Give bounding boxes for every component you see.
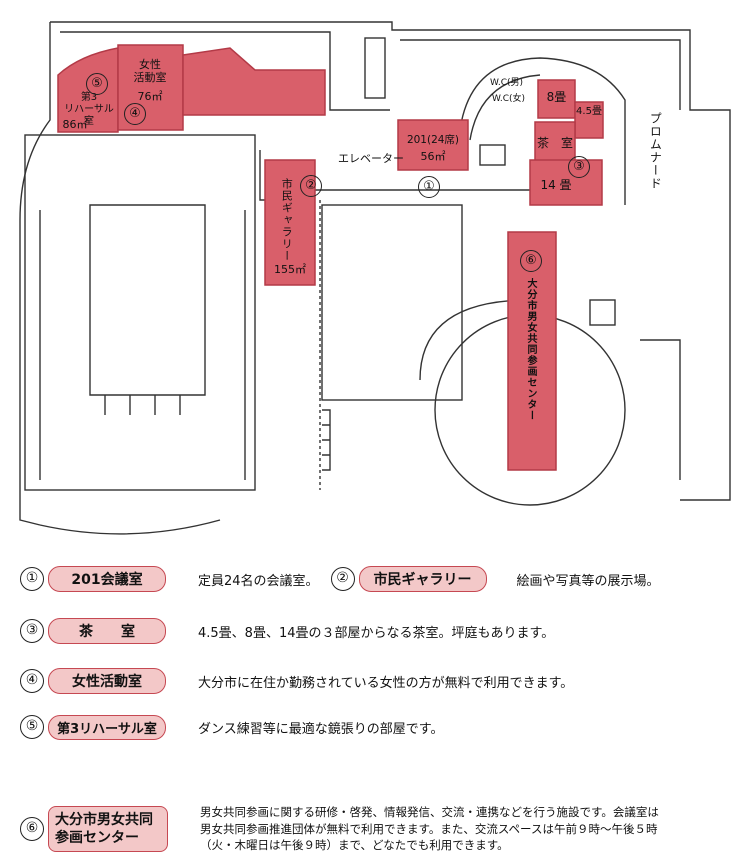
inner-block [321, 204, 463, 401]
tea-4-5-label: 4.5畳 [576, 106, 602, 117]
legend-num-1: ① [20, 567, 44, 591]
rehearsal-3-name: 第3 リハーサル室 [64, 92, 114, 127]
gallery-name: 市民ギャラリー [280, 178, 294, 262]
marker-2: ② [300, 175, 322, 197]
rehearsal-3-area: 86㎡ [62, 118, 88, 131]
legend-num-5: ⑤ [20, 715, 44, 739]
tea-8-label: 8畳 [546, 90, 567, 104]
legend-label-womens: 女性活動室 [48, 668, 166, 694]
legend-desc-tea: 4.5畳、8畳、14畳の３部屋からなる茶室。坪庭もあります。 [198, 625, 555, 641]
left-curved-wall [39, 519, 221, 535]
legend-num-4: ④ [20, 669, 44, 693]
legend-row-5: ⑤ 第3リハーサル室 ダンス練習等に最適な鏡張りの部屋です。 [20, 712, 443, 742]
room-201-area: 56㎡ [420, 150, 446, 163]
tea-room-14[interactable] [529, 159, 603, 206]
room-201-name: 201(24席) [406, 134, 460, 146]
left-wall [19, 22, 51, 526]
outer-wall [50, 21, 731, 501]
legend-label-center: 大分市男女共同 参画センター [48, 805, 168, 853]
hall-block [24, 134, 256, 491]
tea-14-label: 14 畳 [540, 178, 572, 192]
marker-6: ⑥ [520, 250, 542, 272]
tea-room-label: 茶 室 [536, 136, 573, 150]
marker-3: ③ [568, 156, 590, 178]
gallery-area: 155㎡ [274, 263, 306, 276]
legend-desc-gallery: 絵画や写真等の展示場。 [516, 573, 660, 589]
tea-room-4-5[interactable] [574, 101, 604, 139]
legend-row-1: ① 201会議室 定員24名の会議室。 ② 市民ギャラリー 絵画や写真等の展示場… [20, 564, 660, 594]
floor-plan [19, 21, 731, 535]
legend-label-gallery: 市民ギャラリー [358, 566, 487, 592]
legend-desc-center: 男女共同参画に関する研修・啓発、情報発信、交流・連携などを行う施設です。会議室は… [200, 804, 659, 853]
womens-room-name: 女性 活動室 [133, 58, 167, 85]
legend-num-2: ② [330, 567, 355, 591]
legend-row-6: ⑥ 大分市男女共同 参画センター 男女共同参画に関する研修・啓発、情報発信、交流… [20, 800, 659, 858]
marker-1: ① [418, 176, 440, 198]
elevator-label: エレベーター [338, 152, 404, 165]
wc-female-label: W.C(女) [492, 94, 526, 104]
marker-5: ⑤ [86, 73, 108, 95]
legend-row-4: ④ 女性活動室 大分市に在住か勤務されている女性の方が無料で利用できます。 [20, 666, 573, 696]
room-201[interactable] [397, 119, 469, 171]
tea-room-8[interactable] [537, 79, 576, 119]
legend-label-tea: 茶 室 [48, 618, 166, 644]
legend-desc-201: 定員24名の会議室。 [198, 573, 319, 589]
restroom-block [479, 144, 506, 166]
wc-male-label: W.C(男) [490, 78, 524, 88]
legend-label-rehearsal: 第3リハーサル室 [48, 714, 166, 740]
legend-label-201: 201会議室 [48, 566, 166, 592]
legend-row-3: ③ 茶 室 4.5畳、8畳、14畳の３部屋からなる茶室。坪庭もあります。 [20, 616, 554, 646]
center-name: 大分市男女共同参画センター [525, 278, 536, 421]
promenade-label: プロムナード [648, 112, 663, 190]
legend-num-6: ⑥ [20, 817, 44, 841]
marker-4: ④ [124, 103, 146, 125]
tea-room-main[interactable] [534, 121, 576, 163]
legend-desc-womens: 大分市に在住か勤務されている女性の方が無料で利用できます。 [198, 675, 574, 691]
room-womens-activity-extra[interactable] [182, 47, 326, 116]
womens-room-area: 76㎡ [137, 90, 163, 103]
legend-num-3: ③ [20, 619, 44, 643]
legend-desc-rehearsal: ダンス練習等に最適な鏡張りの部屋です。 [198, 721, 444, 737]
